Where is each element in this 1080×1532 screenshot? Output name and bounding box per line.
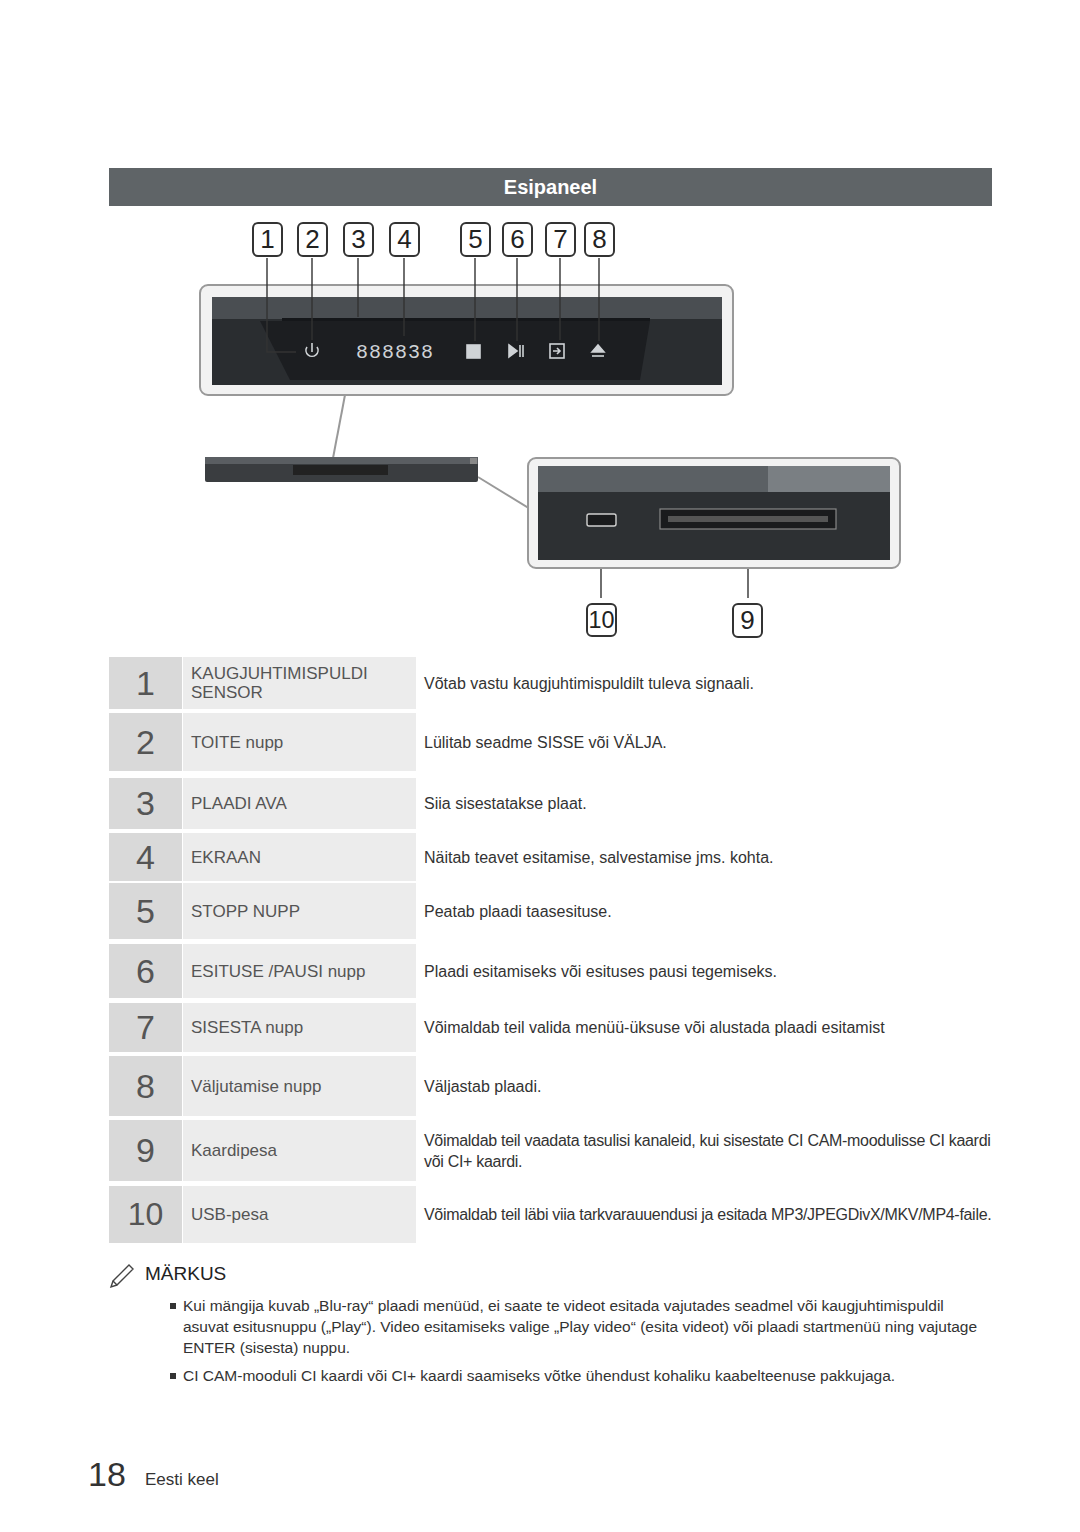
description: Lülitab seadme SISSE või VÄLJA. [424, 732, 999, 753]
device-body [205, 457, 478, 482]
part-name: KAUGJUHTIMISPULDI SENSOR [183, 657, 416, 709]
callout-number-text: 6 [510, 224, 524, 255]
panel-glass [260, 321, 650, 380]
device-display [293, 465, 388, 475]
description: Plaadi esitamiseks või esituses pausi te… [424, 961, 999, 982]
description: Võtab vastu kaugjuhtimispuldilt tuleva s… [424, 673, 999, 694]
callout-number-text: 9 [740, 605, 754, 636]
side-top [768, 466, 890, 492]
row-number-text: 6 [136, 952, 155, 991]
callout-number: 3 [343, 222, 374, 257]
description: Võimaldab teil läbi viia tarkvarauuendus… [424, 1204, 999, 1225]
row-number: 7 [109, 1003, 182, 1052]
row-number: 3 [109, 778, 182, 829]
row-number: 9 [109, 1120, 182, 1181]
part-name: Kaardipesa [183, 1120, 416, 1181]
callout-number: 5 [460, 222, 491, 257]
part-name-text: EKRAAN [191, 848, 261, 867]
part-name-text: STOPP NUPP [191, 902, 300, 921]
description: Näitab teavet esitamise, salvestamise jm… [424, 847, 999, 868]
title-text: Esipaneel [504, 176, 597, 199]
page-number: 18 [88, 1455, 148, 1494]
part-name-text: SISESTA nupp [191, 1018, 303, 1037]
callout-number: 6 [502, 222, 533, 257]
callout-number-text: 3 [351, 224, 365, 255]
zoom-connector [333, 395, 345, 458]
part-name: ESITUSE /PAUSI nupp [183, 944, 416, 998]
callout-number-text: 1 [260, 224, 274, 255]
part-name: STOPP NUPP [183, 883, 416, 939]
zoom-frame [528, 458, 900, 568]
description: Võimaldab teil valida menüü-üksuse või a… [424, 1017, 999, 1038]
row-number: 8 [109, 1056, 182, 1116]
card-slot [660, 509, 836, 529]
callout-number-text: 5 [468, 224, 482, 255]
part-name: EKRAAN [183, 833, 416, 881]
row-number: 6 [109, 944, 182, 998]
part-name: USB-pesa [183, 1186, 416, 1243]
bullet [170, 1373, 176, 1379]
callout-number: 1 [252, 222, 283, 257]
part-name: PLAADI AVA [183, 778, 416, 829]
front-panel [212, 297, 722, 385]
part-name-text: PLAADI AVA [191, 794, 287, 813]
part-name: SISESTA nupp [183, 1003, 416, 1052]
part-name-text: ESITUSE /PAUSI nupp [191, 962, 365, 981]
description: Siia sisestatakse plaat. [424, 793, 999, 814]
part-name-text: Kaardipesa [191, 1141, 277, 1160]
callout-number: 9 [732, 603, 763, 638]
row-number: 2 [109, 713, 182, 771]
callout-number-text: 10 [588, 607, 614, 634]
panel-top [212, 297, 722, 319]
description: Võimaldab teil vaadata tasulisi kanaleid… [424, 1130, 999, 1172]
row-number: 5 [109, 883, 182, 939]
row-number-text: 9 [136, 1131, 155, 1170]
description: Väljastab plaadi. [424, 1076, 999, 1097]
panel-icons [306, 343, 604, 358]
language-label: Eesti keel [145, 1470, 345, 1490]
description: Peatab plaadi taasesituse. [424, 901, 999, 922]
part-name: TOITE nupp [183, 713, 416, 771]
row-number-text: 5 [136, 892, 155, 931]
note-icon [111, 1265, 133, 1287]
part-name-text: Väljutamise nupp [191, 1077, 321, 1096]
callout-number-text: 8 [592, 224, 606, 255]
device-top [205, 457, 478, 464]
row-number: 1 [109, 657, 182, 709]
row-number-text: 2 [136, 723, 155, 762]
row-number-text: 1 [136, 664, 155, 703]
card-slot-inner [668, 516, 828, 522]
callout-number: 10 [586, 603, 617, 637]
row-number-text: 4 [136, 838, 155, 877]
part-name: Väljutamise nupp [183, 1056, 416, 1116]
row-number-text: 3 [136, 784, 155, 823]
side-top [538, 466, 890, 492]
zoom-frame [200, 285, 733, 395]
callout-number-text: 7 [553, 224, 567, 255]
callout-number-text: 4 [397, 224, 411, 255]
bullet [170, 1303, 176, 1309]
side-panel [538, 466, 890, 560]
note-heading: MÄRKUS [145, 1263, 345, 1285]
callout-number: 2 [297, 222, 328, 257]
row-number: 10 [109, 1186, 182, 1243]
note-text: CI CAM-mooduli CI kaardi või CI+ kaardi … [183, 1365, 991, 1386]
part-name-text: USB-pesa [191, 1205, 268, 1224]
callout-number-text: 2 [305, 224, 319, 255]
row-number: 4 [109, 833, 182, 881]
part-name-text: KAUGJUHTIMISPULDI SENSOR [191, 664, 361, 702]
disc-tray [282, 318, 650, 321]
row-number-text: 7 [136, 1008, 155, 1047]
display-digits: 888838 [356, 341, 452, 364]
callout-number: 8 [584, 222, 615, 257]
callout-number: 4 [389, 222, 420, 257]
device-flap [470, 458, 477, 464]
title-band: Esipaneel [109, 168, 992, 206]
row-number-text: 10 [128, 1196, 164, 1233]
callout-number: 7 [545, 222, 576, 257]
usb-port [587, 514, 616, 526]
part-name-text: TOITE nupp [191, 733, 283, 752]
row-number-text: 8 [136, 1067, 155, 1106]
note-text: Kui mängija kuvab „Blu-ray“ plaadi menüü… [183, 1295, 991, 1358]
